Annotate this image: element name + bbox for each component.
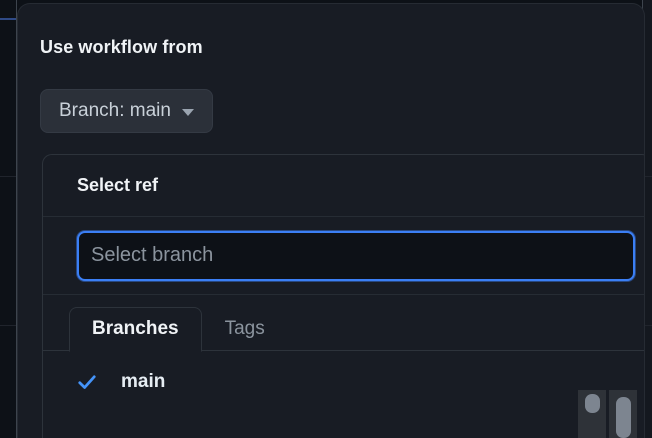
tab-branches[interactable]: Branches	[69, 307, 202, 352]
tab-branches-label: Branches	[92, 318, 179, 339]
page-title: Use workflow from	[40, 37, 203, 57]
list-item[interactable]: main	[43, 359, 644, 405]
select-ref-header: Select ref	[43, 155, 644, 217]
tab-tags[interactable]: Tags	[202, 306, 288, 351]
branch-selector-button[interactable]: Branch: main	[40, 89, 213, 133]
select-ref-popover: Select ref Branches Tags main	[42, 154, 644, 438]
search-input[interactable]	[77, 230, 635, 281]
list-item-label: main	[121, 371, 166, 392]
backdrop-rule-lower	[0, 325, 16, 326]
page-right-gutter	[643, 0, 652, 438]
check-icon	[78, 375, 96, 389]
backdrop-rule-right-lower	[643, 325, 652, 326]
backdrop-rule-right-mid	[643, 176, 652, 177]
dialog-scrollbar-thumb[interactable]	[616, 397, 631, 438]
backdrop-accent-line-top	[0, 18, 16, 20]
tab-tags-label: Tags	[224, 317, 265, 339]
branch-list: main	[43, 351, 644, 405]
popover-scrollbar-thumb[interactable]	[585, 394, 600, 413]
backdrop-rule-mid	[0, 176, 16, 177]
select-ref-search-row	[43, 217, 644, 295]
backdrop-divider-left	[16, 0, 17, 438]
workflow-dispatch-dialog: Use workflow from Branch: main Select re…	[18, 4, 644, 438]
chevron-down-icon	[181, 109, 194, 116]
select-ref-title: Select ref	[77, 175, 159, 195]
branch-selector-label: Branch: main	[59, 100, 171, 121]
ref-tablist: Branches Tags	[43, 295, 644, 352]
